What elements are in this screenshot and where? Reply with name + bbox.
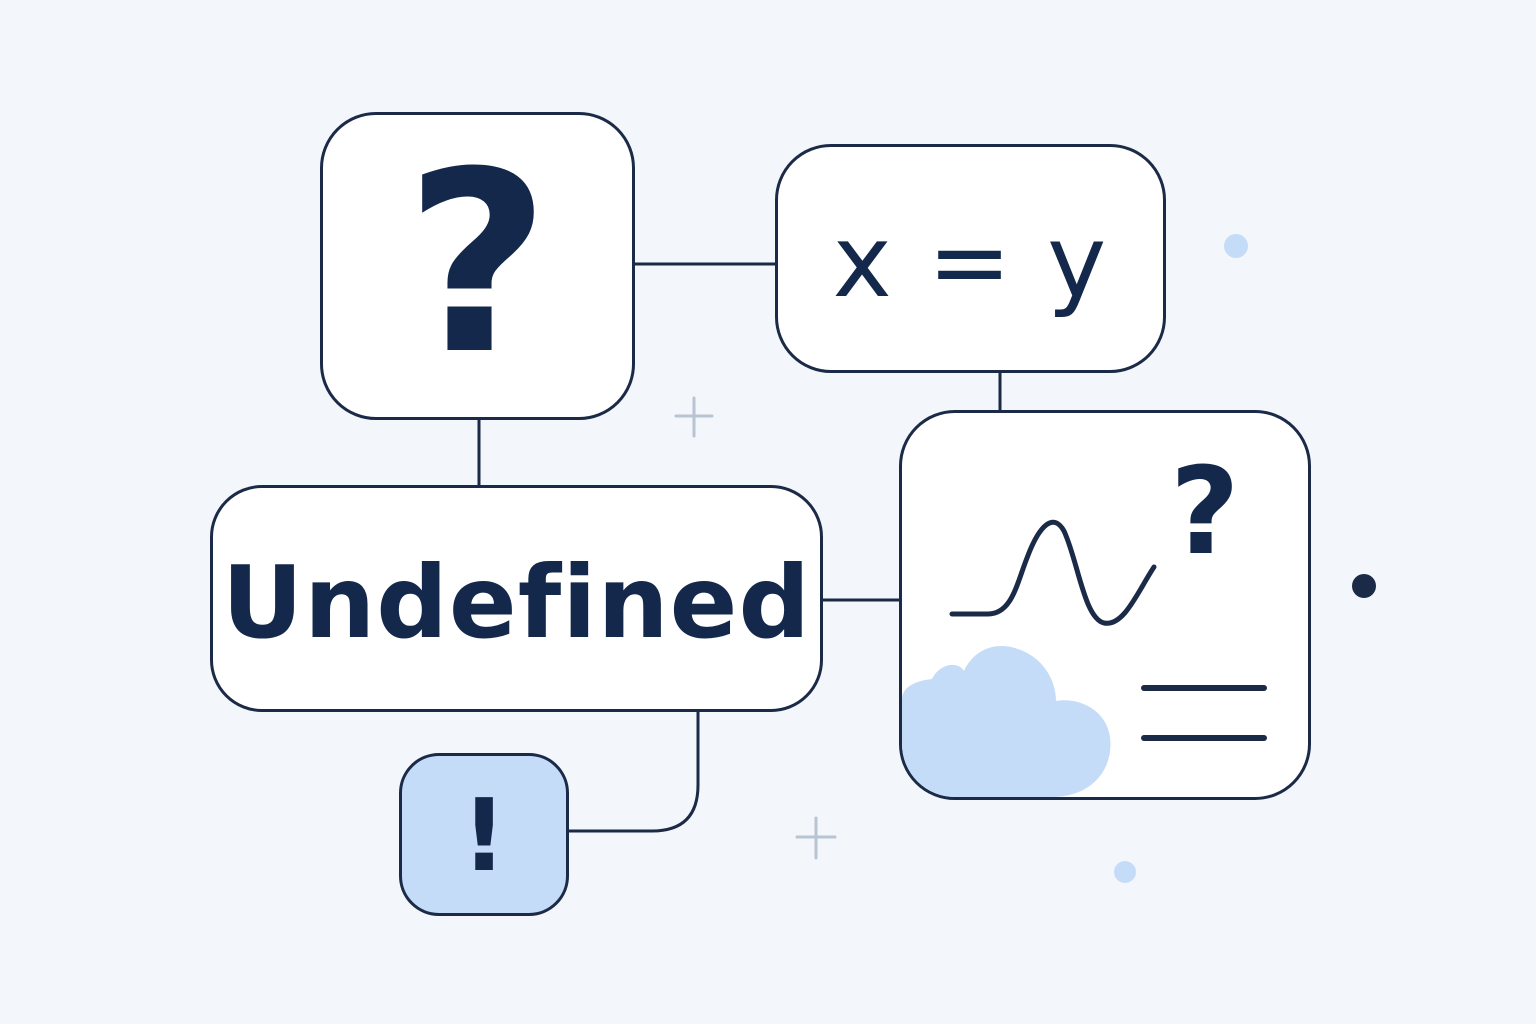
text-lines-icon [1141, 685, 1267, 741]
undefined-label: Undefined [221, 543, 812, 661]
connector-undefined-alert [567, 710, 700, 833]
question-node: ? [320, 112, 635, 420]
dot-icon [1352, 574, 1376, 598]
exclamation-icon: ! [461, 776, 507, 894]
plus-sparkle-icon [674, 396, 714, 438]
graph-node: ? [899, 410, 1311, 800]
graph-illustration [902, 519, 1267, 797]
question-mark-icon: ? [404, 118, 551, 409]
plus-sparkle-icon [795, 816, 837, 860]
dot-icon [1114, 861, 1136, 883]
alert-node: ! [399, 753, 569, 916]
equation-text: x = y [832, 202, 1109, 320]
graph-question-icon: ? [1170, 443, 1240, 582]
cloud-icon [902, 645, 1111, 797]
dot-icon [1224, 234, 1248, 258]
wave-curve-icon [949, 519, 1157, 626]
equation-node: x = y [775, 144, 1166, 373]
undefined-node: Undefined [210, 485, 823, 712]
